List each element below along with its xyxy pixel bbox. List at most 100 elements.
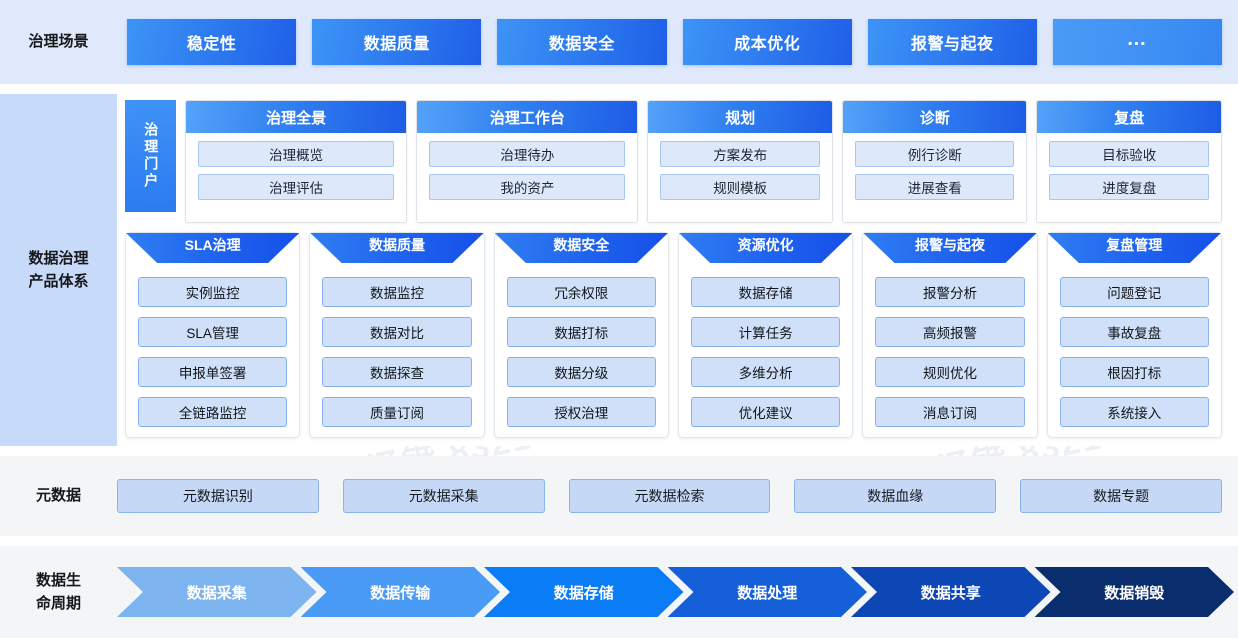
lifecycle-chevron-list: 数据采集数据传输数据存储数据处理数据共享数据销毁 [117, 567, 1238, 617]
domain-card-items: 数据存储计算任务多维分析优化建议 [690, 271, 841, 427]
domain-card: 复盘管理问题登记事故复盘根因打标系统接入 [1046, 232, 1222, 438]
portal-card-items: 治理待办我的资产 [417, 133, 637, 222]
domain-item[interactable]: 优化建议 [690, 397, 841, 427]
domain-item[interactable]: 数据探查 [322, 357, 472, 387]
domain-card-title: SLA治理 [184, 237, 241, 253]
domain-item[interactable]: 数据打标 [506, 317, 656, 347]
domain-card-ribbon: 报警与起夜 [863, 233, 1037, 263]
domain-item[interactable]: 数据对比 [322, 317, 472, 347]
metadata-pill[interactable]: 数据血缘 [794, 479, 997, 513]
domain-card-items: 报警分析高频报警规则优化消息订阅 [875, 271, 1025, 427]
portal-item[interactable]: 治理待办 [429, 141, 626, 167]
portal-card-title: 治理工作台 [417, 101, 638, 133]
metadata-pill[interactable]: 元数据识别 [117, 479, 319, 513]
domain-item[interactable]: 报警分析 [875, 277, 1025, 307]
domain-card-items: 问题登记事故复盘根因打标系统接入 [1059, 271, 1209, 427]
product-system-body: 治理门户 治理全景治理概览治理评估治理工作台治理待办我的资产规划方案发布规则模板… [117, 94, 1238, 446]
domain-card-items: 实例监控 SLA管理申报单签署全链路监控 [138, 271, 288, 427]
domain-item[interactable]: 高频报警 [875, 317, 1025, 347]
portal-strip: 治理门户 治理全景治理概览治理评估治理工作台治理待办我的资产规划方案发布规则模板… [125, 100, 1222, 223]
portal-item[interactable]: 我的资产 [429, 174, 626, 200]
metadata-pill[interactable]: 数据专题 [1020, 479, 1222, 513]
portal-item[interactable]: 方案发布 [660, 141, 820, 167]
portal-item[interactable]: 目标验收 [1049, 141, 1209, 167]
domain-item[interactable]: 多维分析 [690, 357, 841, 387]
row-label-text: 元数据 [35, 487, 81, 505]
lifecycle-stage[interactable]: 数据存储 [484, 567, 684, 617]
portal-item[interactable]: 进展查看 [854, 174, 1015, 200]
scenario-chip[interactable]: 数据质量 [312, 19, 482, 65]
portal-item[interactable]: 治理评估 [198, 174, 395, 200]
portal-item[interactable]: 例行诊断 [854, 141, 1015, 167]
domain-item[interactable]: 实例监控 [138, 277, 288, 307]
scenario-chip[interactable]: 成本优化 [682, 19, 852, 65]
metadata-pill[interactable]: 元数据检索 [568, 479, 771, 513]
domain-item[interactable]: SLA管理 [138, 317, 288, 347]
portal-card-items: 例行诊断进展查看 [843, 133, 1027, 222]
domain-item[interactable]: 根因打标 [1059, 357, 1209, 387]
domain-card: 报警与起夜报警分析高频报警规则优化消息订阅 [862, 232, 1038, 438]
row-governance-scenarios: 治理场景 稳定性数据质量数据安全成本优化报警与起夜 … [0, 0, 1238, 84]
lifecycle-stage[interactable]: 数据采集 [117, 567, 317, 617]
lifecycle-stage[interactable]: 数据传输 [301, 567, 501, 617]
domain-card: SLA治理实例监控 SLA管理申报单签署全链路监控 [125, 232, 301, 438]
scenario-chip[interactable]: 报警与起夜 [867, 19, 1037, 65]
portal-card-title: 规划 [648, 101, 832, 133]
scenario-chip[interactable]: 数据安全 [497, 19, 667, 65]
domain-item[interactable]: 数据存储 [690, 277, 841, 307]
domain-card-ribbon: 复盘管理 [1047, 233, 1221, 263]
portal-card: 诊断例行诊断进展查看 [841, 100, 1028, 223]
lifecycle-stage[interactable]: 数据销毁 [1035, 567, 1235, 617]
domain-item[interactable]: 数据监控 [322, 277, 472, 307]
portal-item[interactable]: 规则模板 [660, 174, 820, 200]
row-label-metadata: 元数据 [0, 484, 117, 507]
domain-card-title: 复盘管理 [1106, 237, 1163, 253]
domain-card-title: 资源优化 [737, 237, 794, 253]
scenario-chip[interactable]: … [1052, 19, 1223, 65]
domain-item[interactable]: 全链路监控 [138, 397, 288, 427]
row-label-data-lifecycle: 数据生 命周期 [0, 569, 117, 616]
row-label-line2: 产品体系 [28, 273, 89, 290]
portal-card: 治理工作台治理待办我的资产 [416, 100, 639, 223]
portal-card: 复盘目标验收进度复盘 [1036, 100, 1222, 223]
domain-item[interactable]: 冗余权限 [506, 277, 656, 307]
portal-item[interactable]: 进度复盘 [1049, 174, 1209, 200]
domain-card: 资源优化数据存储计算任务多维分析优化建议 [677, 232, 854, 438]
domain-item[interactable]: 申报单签署 [138, 357, 288, 387]
domain-card-ribbon: 数据质量 [310, 233, 484, 263]
domain-item[interactable]: 系统接入 [1059, 397, 1209, 427]
domain-card-ribbon: 数据安全 [494, 233, 668, 263]
domain-item[interactable]: 消息订阅 [875, 397, 1025, 427]
row-label-governance-scenarios: 治理场景 [0, 30, 117, 53]
portal-card-title: 诊断 [842, 101, 1027, 133]
row-label-line1: 数据生 [35, 571, 81, 589]
domain-card-title: 数据安全 [553, 237, 610, 253]
portal-card-title: 治理全景 [186, 101, 407, 133]
scenario-chip-list: 稳定性数据质量数据安全成本优化报警与起夜 … [117, 19, 1238, 65]
metadata-pill[interactable]: 元数据采集 [342, 479, 545, 513]
domain-item[interactable]: 问题登记 [1059, 277, 1209, 307]
domain-item[interactable]: 规则优化 [875, 357, 1025, 387]
domain-card: 数据质量数据监控数据对比数据探查质量订阅 [309, 232, 485, 438]
lifecycle-stage[interactable]: 数据共享 [851, 567, 1051, 617]
portal-card-items: 目标验收进度复盘 [1037, 133, 1221, 222]
portal-card-items: 方案发布规则模板 [648, 133, 832, 222]
portal-card: 规划方案发布规则模板 [647, 100, 833, 223]
domain-item[interactable]: 质量订阅 [322, 397, 472, 427]
domain-item[interactable]: 授权治理 [506, 397, 656, 427]
lifecycle-stage[interactable]: 数据处理 [668, 567, 868, 617]
portal-card: 治理全景治理概览治理评估 [185, 100, 408, 223]
domain-item[interactable]: 事故复盘 [1059, 317, 1209, 347]
portal-item[interactable]: 治理概览 [198, 141, 395, 167]
domain-card-ribbon: 资源优化 [678, 233, 853, 263]
domain-item[interactable]: 数据分级 [506, 357, 656, 387]
domain-item[interactable]: 计算任务 [690, 317, 841, 347]
portal-card-title: 复盘 [1037, 101, 1221, 133]
portal-vertical-tab[interactable]: 治理门户 [125, 100, 176, 212]
domain-card: 数据安全冗余权限数据打标数据分级授权治理 [493, 232, 669, 438]
row-product-system: 数据治理 产品体系 治理门户 治理全景治理概览治理评估治理工作台治理待办我的资产… [0, 94, 1238, 446]
scenario-chip[interactable]: 稳定性 [127, 19, 297, 65]
domain-card-title: 报警与起夜 [914, 237, 985, 253]
